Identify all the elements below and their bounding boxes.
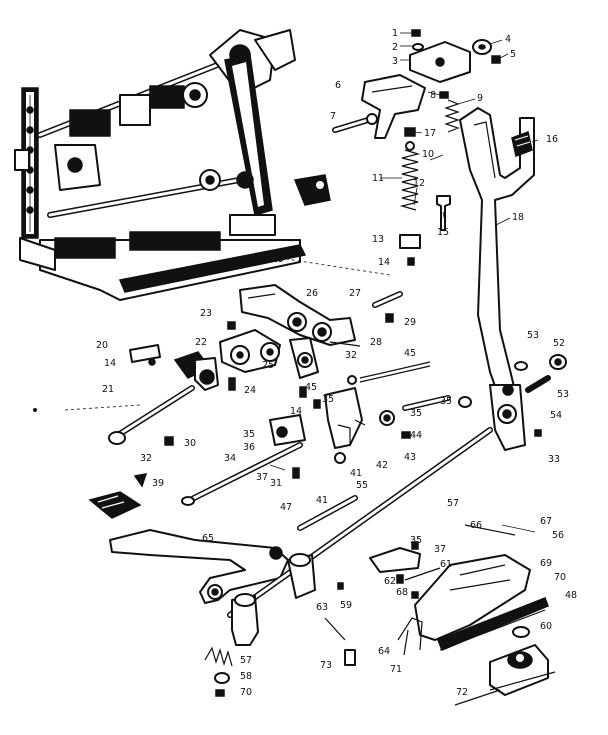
callout-4: 4 xyxy=(505,34,511,45)
callout-73: 57 xyxy=(240,655,252,666)
upper-right-parts xyxy=(332,29,567,451)
callout-54: 33 xyxy=(548,454,560,465)
callout-65: 66 xyxy=(470,520,482,531)
callout-62: 68 xyxy=(396,587,408,598)
callout-59: 63 xyxy=(316,602,328,613)
callout-15: 15 xyxy=(437,227,449,238)
callout-44: 44 xyxy=(410,430,422,441)
callout-57: 53 xyxy=(527,330,539,341)
callout-29: 29 xyxy=(404,317,416,328)
callout-70b: 72 xyxy=(456,687,468,698)
callout-10: 10 xyxy=(422,149,434,160)
callout-52: 53 xyxy=(557,389,569,400)
callout-3: 3 xyxy=(392,56,398,67)
callout-58: 70 xyxy=(240,687,252,698)
callout-23: 23 xyxy=(200,308,212,319)
callout-21: 21 xyxy=(102,384,114,395)
callout-33: 65 xyxy=(202,533,214,544)
callout-24: 24 xyxy=(244,385,256,396)
callout-67: 56 xyxy=(552,530,564,541)
callout-8: 8 xyxy=(430,90,436,101)
callout-71: 60 xyxy=(540,621,552,632)
callout-31: 32 xyxy=(140,453,152,464)
callout-7: 7 xyxy=(330,111,336,122)
callout-35f: 37 xyxy=(434,544,446,555)
callout-45a: 45 xyxy=(404,348,416,359)
callout-25: 25 xyxy=(262,360,274,371)
callout-35b: 35 xyxy=(410,408,422,419)
callout-48: 59 xyxy=(340,600,352,611)
assembled-feed-mechanism xyxy=(14,29,331,301)
callout-27: 27 xyxy=(349,288,361,299)
middle-parts xyxy=(64,257,472,531)
callout-57b: 58 xyxy=(240,671,252,682)
callout-11: 11 xyxy=(372,173,384,184)
callout-labels: 1 2 3 4 5 6 7 8 9 10 17 16 11 12 13 14 1… xyxy=(96,28,577,698)
callout-37: 37 xyxy=(256,472,268,483)
callout-55: 57 xyxy=(447,498,459,509)
callout-64: 71 xyxy=(390,664,402,675)
callout-60: 73 xyxy=(320,660,332,671)
callout-14b: 14 xyxy=(104,358,116,369)
callout-47: 41 xyxy=(316,495,328,506)
callout-6: 6 xyxy=(335,80,341,91)
callout-56: 35 xyxy=(410,535,422,546)
callout-30: 30 xyxy=(184,438,196,449)
callout-17: 17 xyxy=(424,128,436,139)
leader-lines xyxy=(380,32,539,226)
callout-35d: 35 xyxy=(243,429,255,440)
callout-13: 13 xyxy=(372,234,384,245)
callout-16: 16 xyxy=(546,134,558,145)
callout-32a: 32 xyxy=(345,350,357,361)
callout-32b: 39 xyxy=(152,478,164,489)
callout-26: 26 xyxy=(306,288,318,299)
callout-35a: 35 xyxy=(322,394,334,405)
callout-12: 12 xyxy=(413,178,425,189)
callout-22: 22 xyxy=(195,337,207,348)
callout-70a: 48 xyxy=(565,590,577,601)
callout-19: 19 xyxy=(272,254,284,265)
callout-69: 70 xyxy=(554,572,566,583)
callout-37b: 61 xyxy=(440,559,452,570)
callout-43: 43 xyxy=(404,452,416,463)
callout-18: 18 xyxy=(512,212,524,223)
callout-53a: 52 xyxy=(553,338,565,349)
callout-28: 28 xyxy=(370,337,382,348)
callout-1: 1 xyxy=(392,28,398,39)
callout-14: 14 xyxy=(378,257,390,268)
callout-42: 42 xyxy=(376,460,388,471)
callout-2: 2 xyxy=(392,42,398,53)
callout-63: 64 xyxy=(378,646,390,657)
callout-53b: 54 xyxy=(550,410,562,421)
callout-66: 67 xyxy=(540,516,552,527)
callout-39: 47 xyxy=(280,502,292,513)
callout-36: 36 xyxy=(243,442,255,453)
callout-14c: 14 xyxy=(290,406,302,417)
callout-41b: 55 xyxy=(356,480,368,491)
callout-34: 34 xyxy=(224,453,236,464)
callout-5: 5 xyxy=(510,49,516,60)
callout-35c: 35 xyxy=(440,396,452,407)
callout-61: 62 xyxy=(384,576,396,587)
callout-68: 69 xyxy=(540,558,552,569)
callout-41: 41 xyxy=(350,468,362,479)
callout-9: 9 xyxy=(477,93,483,104)
callout-45b: 45 xyxy=(305,382,317,393)
callout-35e: 31 xyxy=(270,478,282,489)
lower-parts xyxy=(33,408,556,706)
callout-20: 20 xyxy=(96,340,108,351)
